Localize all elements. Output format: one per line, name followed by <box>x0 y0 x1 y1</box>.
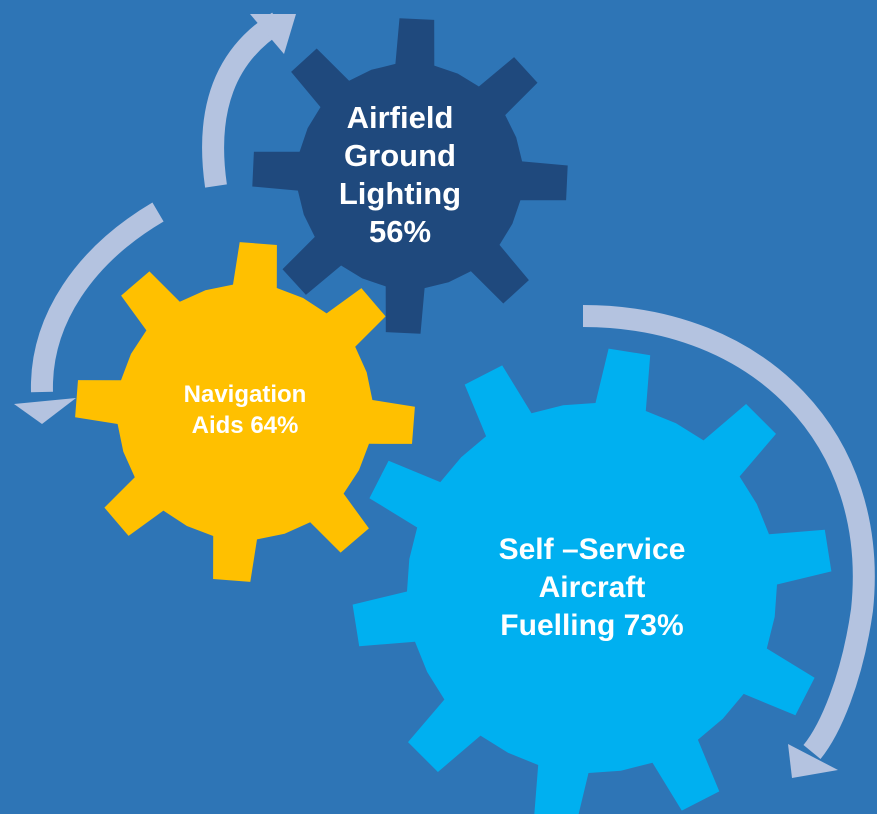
gear-label-line: Airfield <box>346 100 454 135</box>
cycle-arrow-left-head <box>14 398 76 424</box>
gear-self-service-aircraft-fuelling <box>352 348 832 814</box>
cycle-arrow-top <box>202 12 285 188</box>
gear-label-line: Aids 64% <box>191 412 299 439</box>
gear-label-line: Aircraft <box>538 571 646 604</box>
gear-navigation-aids <box>75 242 415 582</box>
gear-airfield-ground-lighting <box>252 18 568 334</box>
gear-label-airfield: Airfield Ground Lighting 56% <box>310 80 490 270</box>
cycle-arrow-top-head <box>250 14 296 54</box>
gear-label-line: Lighting <box>338 176 462 211</box>
gear-label-navaids: Navigation Aids 64% <box>130 360 360 460</box>
gear-label-line: Ground <box>344 138 456 173</box>
gear-label-line: Self –Service <box>498 533 686 566</box>
gear-label-line: Navigation <box>183 381 307 408</box>
gear-label-line: 56% <box>368 214 432 249</box>
gear-label-line: Fuelling 73% <box>500 609 684 642</box>
cycle-arrow-left <box>30 202 164 393</box>
gear-label-fuelling: Self –Service Aircraft Fuelling 73% <box>452 518 732 658</box>
cycle-arrow-right <box>582 305 875 759</box>
cycle-arrow-right-head <box>788 744 838 778</box>
